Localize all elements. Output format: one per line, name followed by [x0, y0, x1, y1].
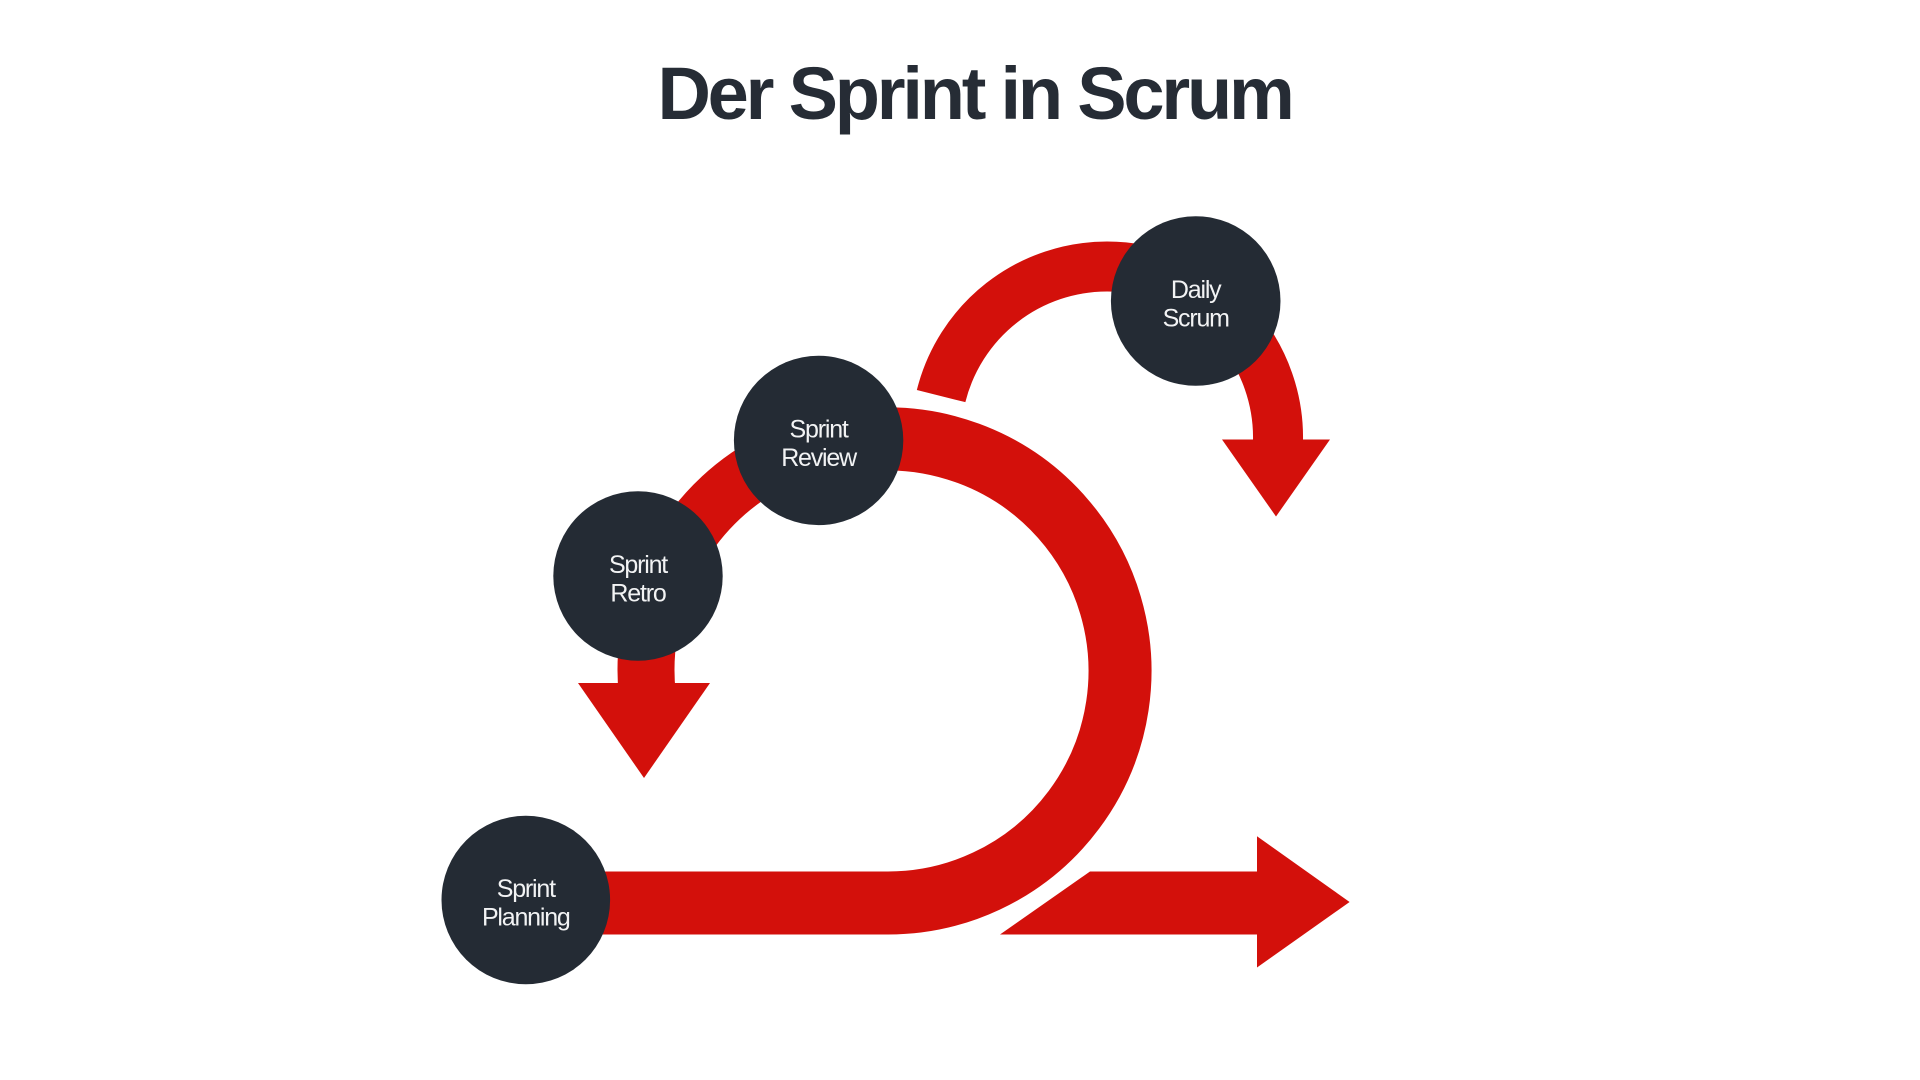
svg-text:DailyScrum: DailyScrum	[1163, 276, 1230, 333]
svg-text:SprintRetro: SprintRetro	[609, 551, 668, 608]
svg-text:SprintPlanning: SprintPlanning	[482, 875, 570, 932]
svg-text:SprintReview: SprintReview	[781, 415, 858, 472]
